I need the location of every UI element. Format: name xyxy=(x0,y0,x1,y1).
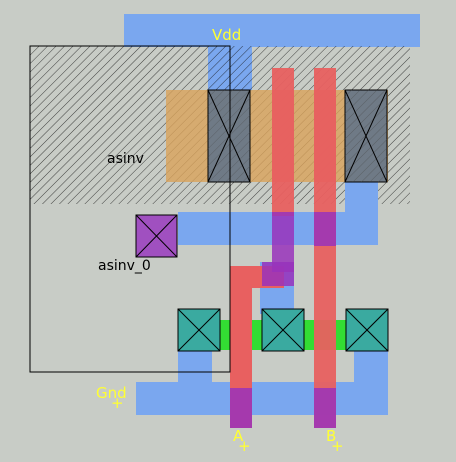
nmos-contact-mid[interactable] xyxy=(261,308,305,352)
metal2-a-upper[interactable] xyxy=(272,212,294,272)
metal1-ndiff-left[interactable] xyxy=(178,350,212,386)
instance-name-label: asinv_0 xyxy=(98,258,151,274)
metal1-drain-strap[interactable] xyxy=(345,182,378,216)
metal2-b[interactable] xyxy=(314,212,336,246)
pmos-gate-b-channel[interactable] xyxy=(314,90,336,182)
metal2-b-bottom[interactable] xyxy=(314,388,336,428)
vdd-rail[interactable] xyxy=(124,14,420,47)
vdd-label: Vdd xyxy=(212,26,241,44)
input-b-marker: + xyxy=(331,437,344,455)
nmos-contact-right[interactable] xyxy=(345,308,389,352)
input-a-label: A xyxy=(233,427,244,445)
poly-gate-a-bottom[interactable] xyxy=(230,266,252,428)
cell-outline-asinv[interactable] xyxy=(29,45,231,373)
gnd-rail[interactable] xyxy=(136,382,388,415)
cell-name-label: asinv xyxy=(107,151,144,167)
nmos-contact-left[interactable] xyxy=(177,308,221,352)
gnd-label: Gnd xyxy=(96,384,127,402)
metal1-ndiff-right[interactable] xyxy=(354,350,388,386)
pmos-gate-a-channel[interactable] xyxy=(272,90,294,182)
pmos-contact-right[interactable] xyxy=(344,89,388,183)
input-b-label: B xyxy=(326,427,336,445)
metal2-a-bottom[interactable] xyxy=(230,388,252,428)
metal2-a-link[interactable] xyxy=(262,262,294,286)
input-a-marker: + xyxy=(238,437,251,455)
instance-asinv-0-icon[interactable] xyxy=(135,214,178,258)
gnd-label-marker: + xyxy=(111,394,124,412)
pmos-contact-left[interactable] xyxy=(207,89,251,183)
